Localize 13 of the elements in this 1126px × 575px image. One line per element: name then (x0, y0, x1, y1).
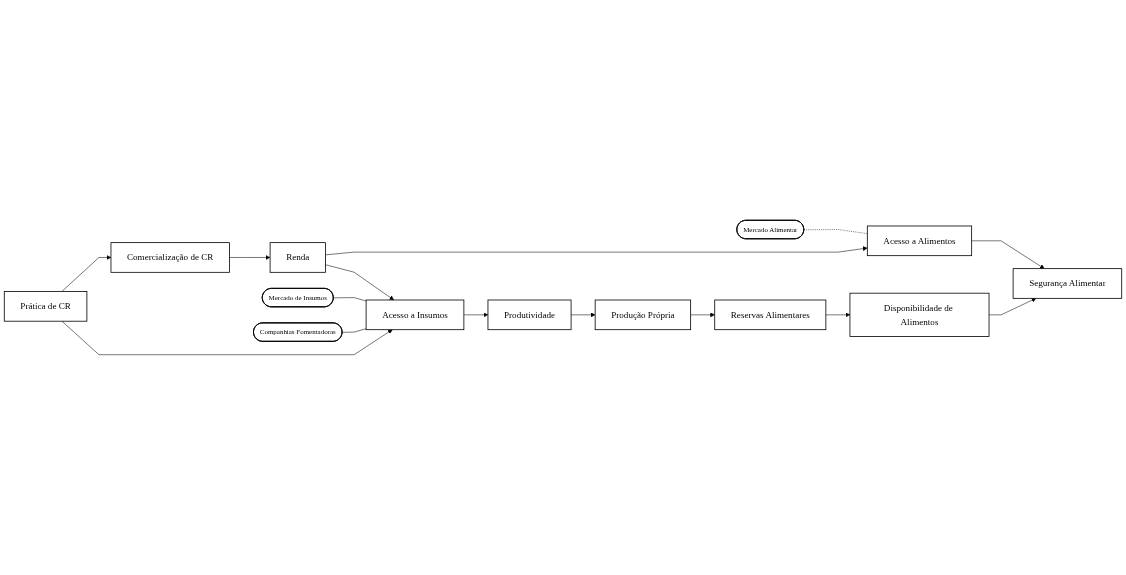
node-box: Reservas Alimentares (714, 299, 827, 331)
node-box: Comercialização de CR (110, 242, 230, 273)
connector (803, 229, 868, 234)
node-box: Renda (269, 242, 326, 273)
node-box: Acesso a Insumos (365, 299, 465, 331)
node-box: Produção Própria (594, 299, 692, 331)
node-box: Produtividade (487, 299, 572, 331)
node-box: Acesso a Alimentos (866, 225, 973, 257)
node-box: Segurança Alimentar (1012, 268, 1123, 299)
connector (333, 297, 367, 302)
node-box: Disponibilidade de Alimentos (849, 292, 990, 337)
node-box: Prática de CR (3, 291, 88, 322)
connector (342, 328, 367, 333)
